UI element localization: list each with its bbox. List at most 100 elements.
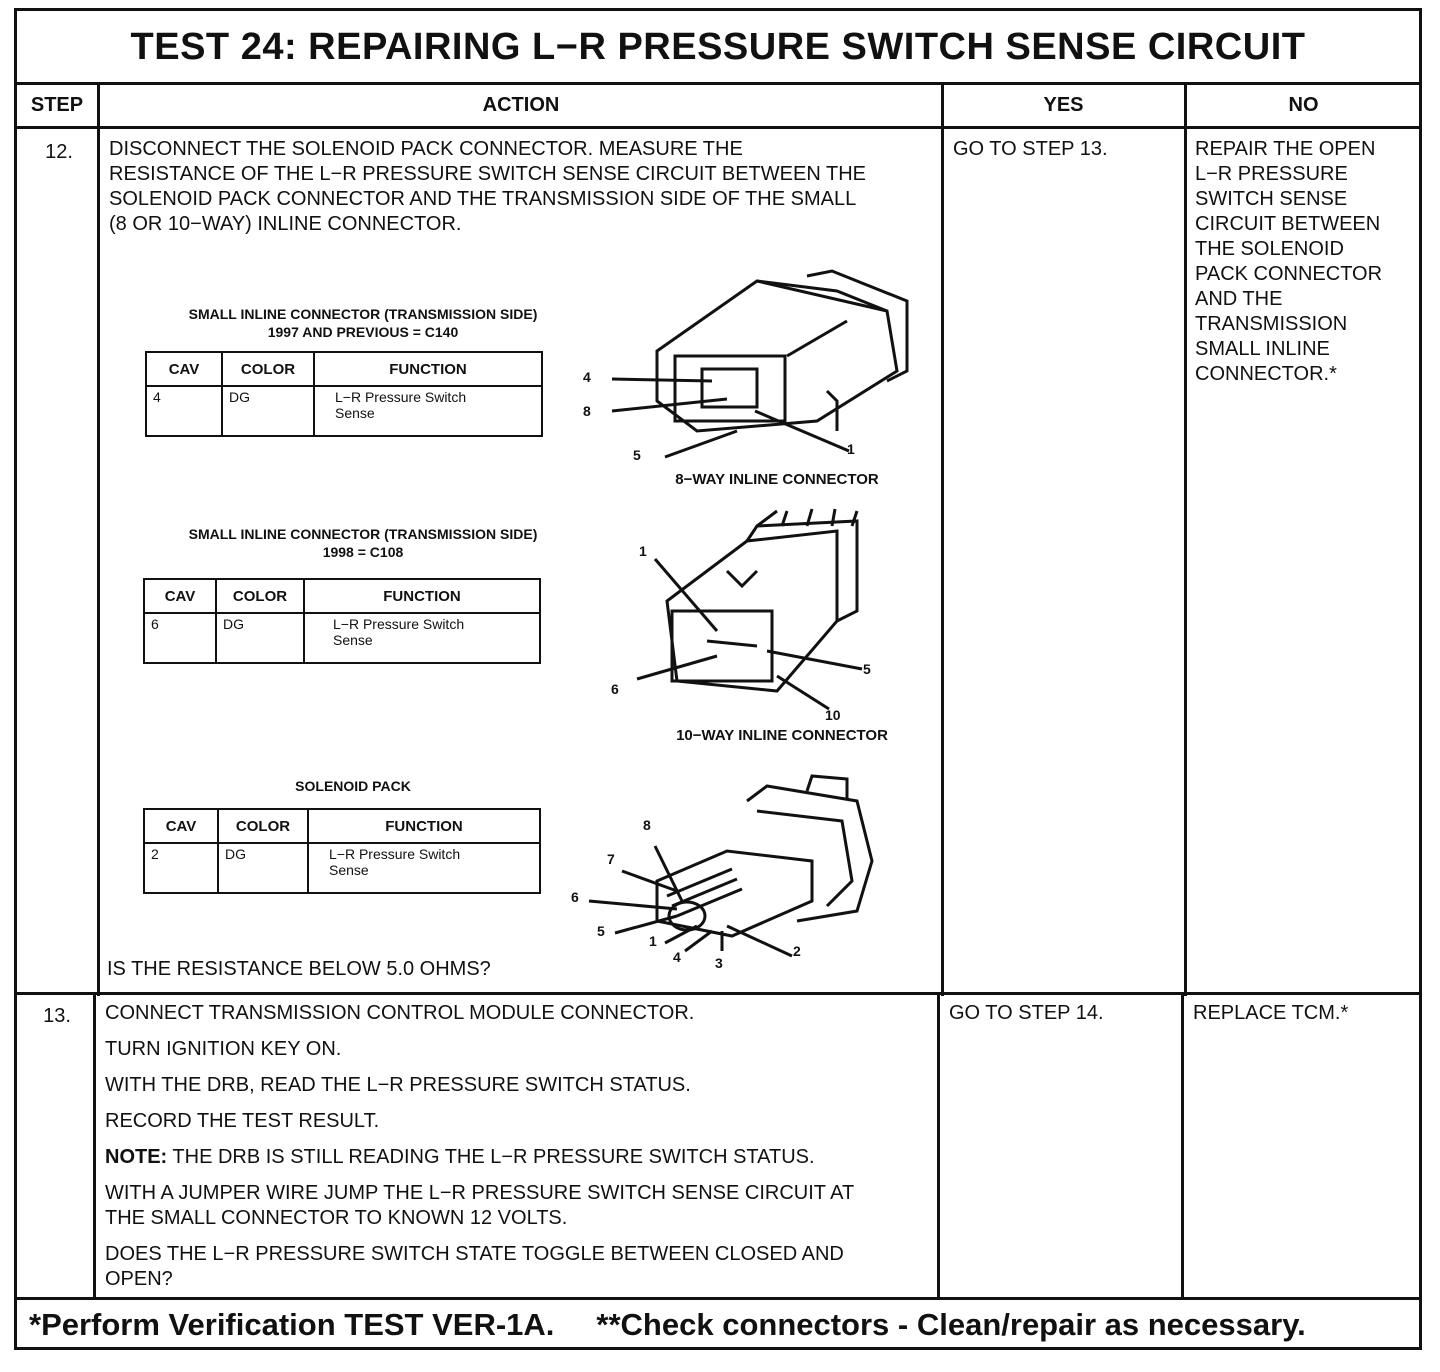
text-line: Sense	[333, 632, 373, 648]
cav-value: 2	[143, 842, 219, 894]
pin-label: 6	[571, 889, 579, 905]
text-line: REPAIR THE OPEN	[1195, 138, 1376, 160]
text-line: SOLENOID PACK CONNECTOR AND THE TRANSMIS…	[109, 188, 857, 210]
text-line: CONNECT TRANSMISSION CONTROL MODULE CONN…	[105, 1002, 695, 1024]
note-text: THE DRB IS STILL READING THE L−R PRESSUR…	[167, 1146, 815, 1168]
text-line: L−R Pressure Switch	[329, 846, 461, 862]
connector1-caption: 8−WAY INLINE CONNECTOR	[675, 471, 879, 488]
text-line: OPEN?	[105, 1268, 173, 1290]
step13-no: REPLACE TCM.*	[1193, 1002, 1349, 1024]
col-cav: CAV	[145, 351, 223, 387]
divider	[937, 994, 940, 1297]
color-value: DG	[215, 612, 305, 664]
text-line: TURN IGNITION KEY ON.	[105, 1038, 342, 1060]
pin-label: 3	[715, 955, 723, 971]
step13-yes: GO TO STEP 14.	[949, 1002, 1104, 1024]
divider	[97, 85, 100, 996]
header-no: NO	[1288, 94, 1319, 116]
col-color: COLOR	[215, 578, 305, 614]
text-block: DOES THE L−R PRESSURE SWITCH STATE TOGGL…	[105, 1242, 935, 1292]
connector1-drawing	[611, 269, 909, 459]
note-line: NOTE: THE DRB IS STILL READING THE L−R P…	[105, 1145, 935, 1170]
text-line: SMALL INLINE	[1195, 338, 1330, 360]
text-line: CONNECTOR.*	[1195, 363, 1337, 385]
text-line: RESISTANCE OF THE L−R PRESSURE SWITCH SE…	[109, 163, 866, 185]
connector3-drawing	[588, 774, 874, 958]
connector2-drawing	[636, 508, 863, 711]
connector1-title: SMALL INLINE CONNECTOR (TRANSMISSION SID…	[143, 305, 583, 341]
footer-note: *Perform Verification TEST VER-1A. **Chec…	[17, 1297, 1419, 1347]
pin-label: 5	[633, 447, 641, 463]
col-function: FUNCTION	[313, 351, 543, 387]
pin-label: 5	[863, 661, 871, 677]
col-cav: CAV	[143, 808, 219, 844]
header-yes: YES	[1043, 94, 1084, 116]
pin-label: 4	[673, 949, 681, 965]
verification-note: *Perform Verification TEST VER-1A.	[29, 1307, 555, 1342]
color-value: DG	[221, 385, 315, 437]
text-line: SMALL INLINE CONNECTOR (TRANSMISSION SID…	[188, 526, 538, 542]
color-value: DG	[217, 842, 309, 894]
test-sheet: TEST 24: REPAIRING L−R PRESSURE SWITCH S…	[14, 8, 1422, 1350]
cav-value: 6	[143, 612, 217, 664]
text-line: 1997 AND PREVIOUS = C140	[267, 324, 459, 340]
pin-label: 8	[643, 817, 651, 833]
row-divider	[17, 992, 1419, 995]
text-block: WITH A JUMPER WIRE JUMP THE L−R PRESSURE…	[105, 1181, 935, 1231]
connector3-title: SOLENOID PACK	[295, 778, 411, 794]
pin-label: 1	[847, 441, 855, 457]
step-number: 12.	[45, 141, 73, 163]
pin-label: 1	[649, 933, 657, 949]
connector2-title: SMALL INLINE CONNECTOR (TRANSMISSION SID…	[143, 525, 583, 561]
header-row: STEP ACTION YES NO	[17, 85, 1419, 129]
text-line: L−R PRESSURE	[1195, 163, 1348, 185]
step12-question: IS THE RESISTANCE BELOW 5.0 OHMS?	[107, 958, 491, 980]
note-label: NOTE:	[105, 1146, 168, 1168]
text-line: TRANSMISSION	[1195, 313, 1348, 335]
step12-instructions: DISCONNECT THE SOLENOID PACK CONNECTOR. …	[109, 137, 939, 237]
text-line: THE SMALL CONNECTOR TO KNOWN 12 VOLTS.	[105, 1207, 568, 1229]
pin-label: 1	[639, 543, 647, 559]
divider	[93, 994, 96, 1297]
divider	[1184, 85, 1187, 996]
divider	[1181, 994, 1184, 1297]
text-line: WITH A JUMPER WIRE JUMP THE L−R PRESSURE…	[105, 1182, 855, 1204]
text-line: L−R Pressure Switch	[335, 389, 467, 405]
col-cav: CAV	[143, 578, 217, 614]
step12-yes: GO TO STEP 13.	[953, 138, 1108, 160]
connector2-caption: 10−WAY INLINE CONNECTOR	[676, 727, 888, 744]
pin-label: 6	[611, 681, 619, 697]
connector2-table: CAV COLOR FUNCTION 6 DG L−R Pressure Swi…	[143, 578, 541, 664]
text-line: RECORD THE TEST RESULT.	[105, 1110, 380, 1132]
connector3-table: CAV COLOR FUNCTION 2 DG L−R Pressure Swi…	[143, 808, 541, 894]
text-line: (8 OR 10−WAY) INLINE CONNECTOR.	[109, 213, 462, 235]
pin-label: 4	[583, 369, 591, 385]
text-line: SMALL INLINE CONNECTOR (TRANSMISSION SID…	[188, 306, 538, 322]
step-number: 13.	[43, 1005, 71, 1027]
text-line: Sense	[335, 405, 375, 421]
text-line: SWITCH SENSE	[1195, 188, 1348, 210]
text-line: L−R Pressure Switch	[333, 616, 465, 632]
text-line: DISCONNECT THE SOLENOID PACK CONNECTOR. …	[109, 138, 743, 160]
connector1-table: CAV COLOR FUNCTION 4 DG L−R Pressure Swi…	[145, 351, 543, 437]
text-line: PACK CONNECTOR	[1195, 263, 1383, 285]
text-line: CIRCUIT BETWEEN	[1195, 213, 1381, 235]
header-action: ACTION	[482, 94, 560, 116]
text-line: DOES THE L−R PRESSURE SWITCH STATE TOGGL…	[105, 1243, 844, 1265]
pin-label: 8	[583, 403, 591, 419]
pin-label: 7	[607, 851, 615, 867]
divider	[941, 85, 944, 996]
header-step: STEP	[30, 94, 84, 116]
step12-no: REPAIR THE OPEN L−R PRESSURE SWITCH SENS…	[1195, 137, 1421, 387]
text-line: AND THE	[1195, 288, 1283, 310]
text-line: Sense	[329, 862, 369, 878]
col-function: FUNCTION	[303, 578, 541, 614]
connector-note: **Check connectors - Clean/repair as nec…	[596, 1307, 1306, 1342]
text-line: THE SOLENOID	[1195, 238, 1344, 260]
